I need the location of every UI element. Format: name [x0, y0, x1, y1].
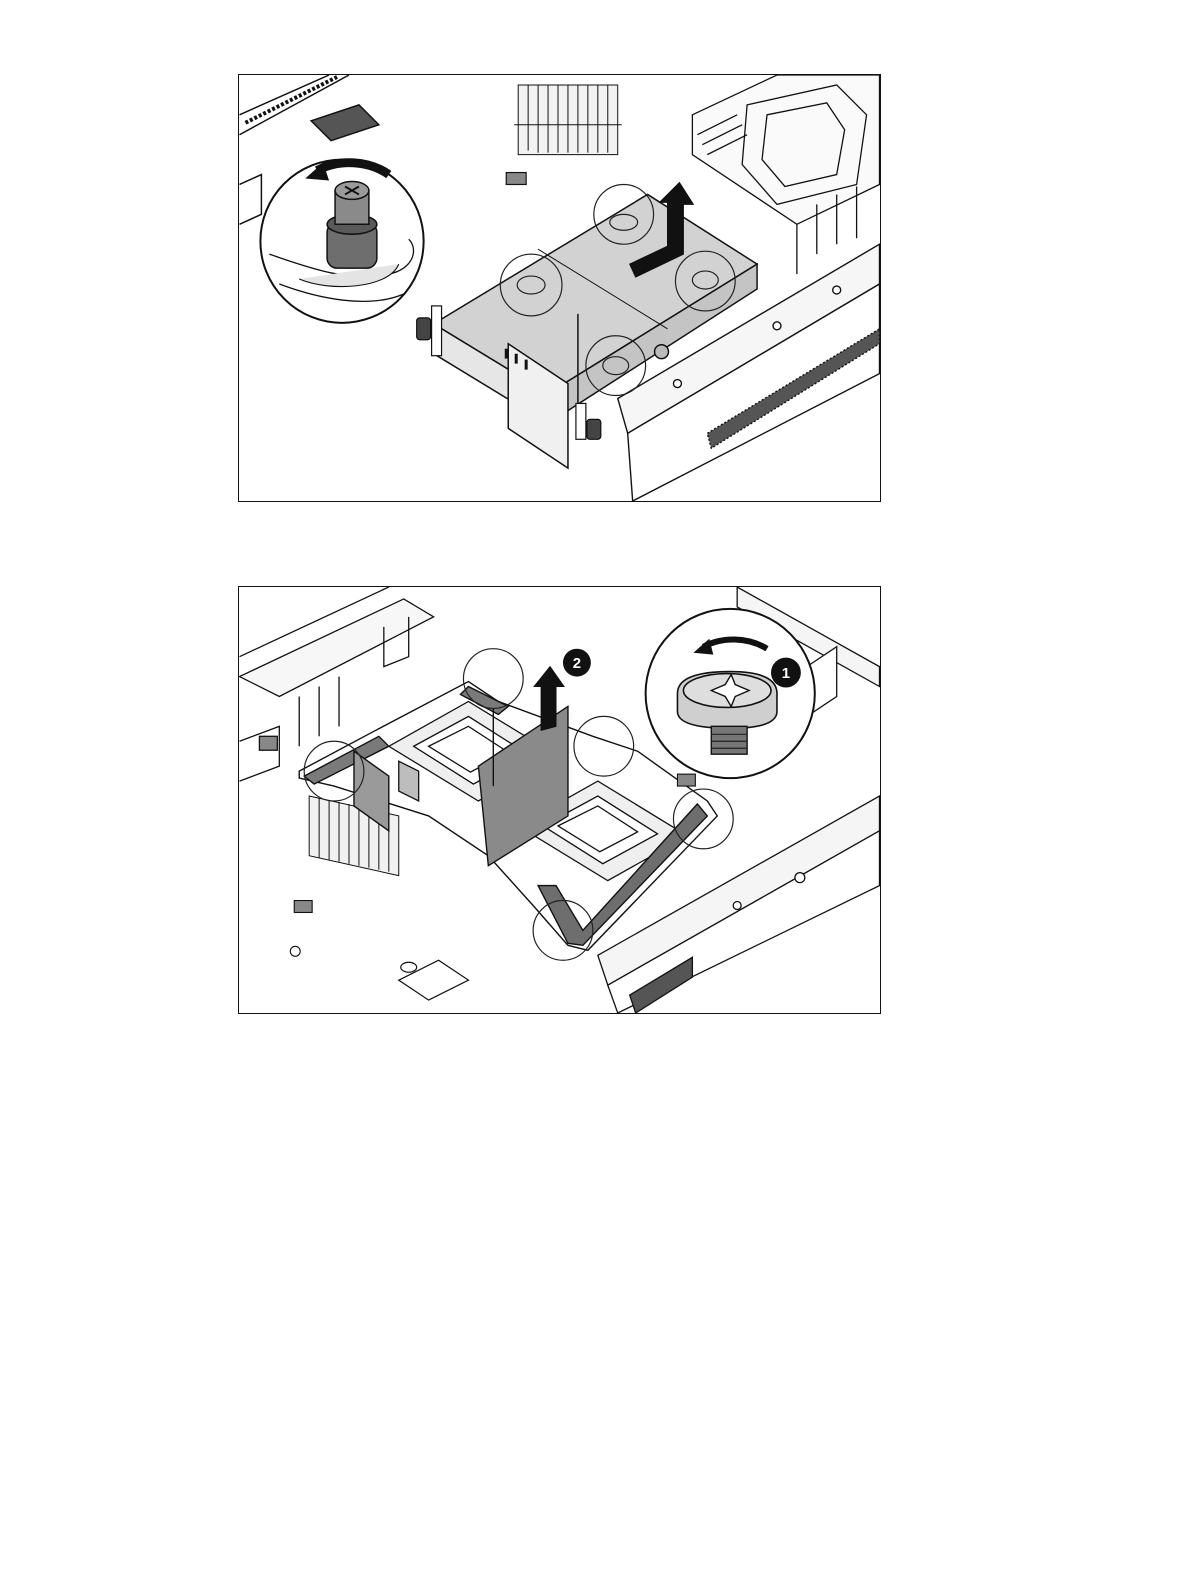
battery-holder: [399, 960, 469, 1000]
connector: [506, 173, 526, 185]
callout-number-2: 2: [573, 655, 581, 672]
figure-processor-bracket-removal: 2 1: [238, 586, 881, 1014]
callout-badge-1: 1: [771, 658, 801, 688]
callout-badge-2: 2: [563, 649, 591, 677]
callout-number-1: 1: [782, 665, 790, 682]
memory-heatsink: [514, 85, 621, 155]
processor-bracket-illustration: 2 1: [239, 587, 880, 1013]
thumbscrew-detail-inset: [260, 160, 423, 323]
screw-detail-inset: [646, 609, 815, 778]
figure-air-baffle-removal: [238, 74, 881, 502]
air-baffle-illustration: [239, 75, 880, 501]
